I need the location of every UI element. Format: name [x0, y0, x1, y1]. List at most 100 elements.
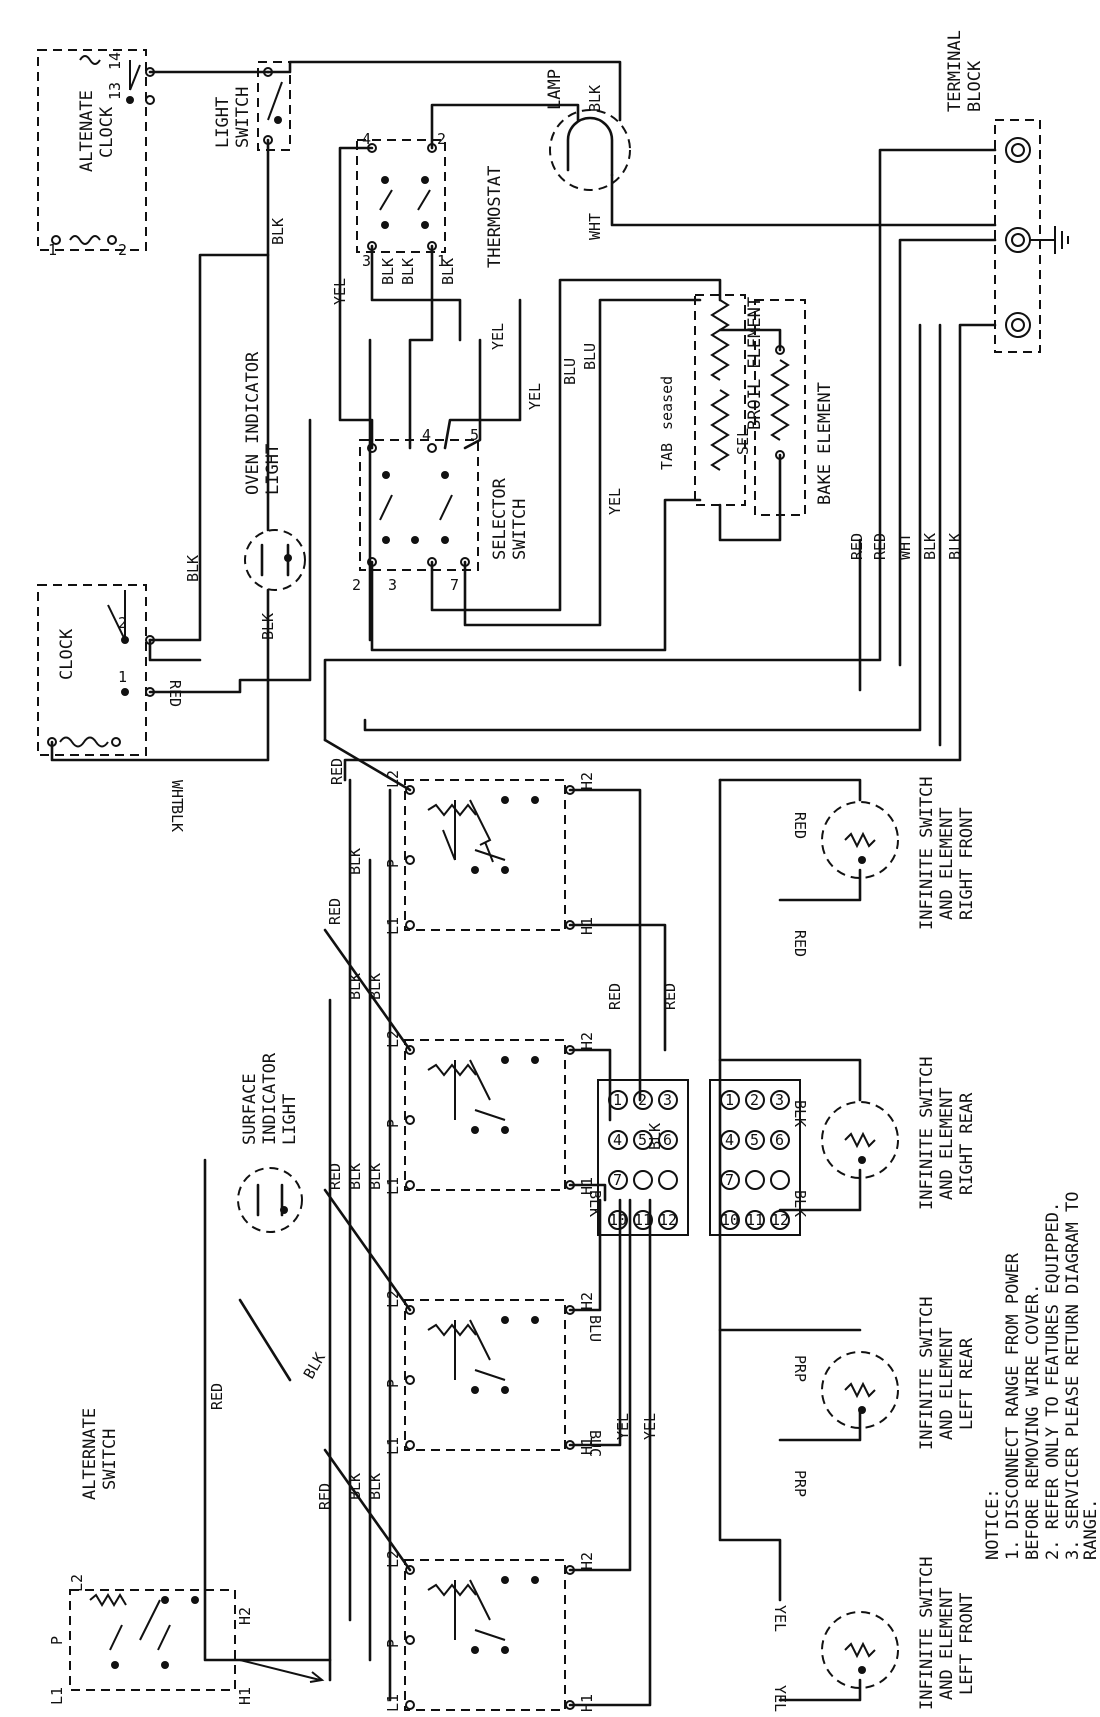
inf-lf-3: LEFT FRONT — [957, 1593, 977, 1695]
sw1-h2: H2 — [578, 772, 596, 790]
surface-indicator-light: SURFACE INDICATOR LIGHT — [237, 1052, 303, 1233]
alternate-switch-title-1: ALTERNATE — [80, 1408, 100, 1500]
swl-yel-1: YEL — [614, 1413, 632, 1440]
wl-blk-4: BLK — [439, 258, 457, 285]
swl-red-rf-1: RED — [791, 812, 809, 839]
notice-line-1: 1. DISCONNECT RANGE FROM POWER — [1003, 1252, 1023, 1560]
swl-blk-3: BLK — [366, 973, 384, 1000]
swl-red-6: RED — [661, 983, 679, 1010]
wl-blk-3: BLK — [399, 258, 417, 285]
tsr-2: 2 — [750, 1091, 759, 1109]
terminal-block: TERMINAL BLOCK — [945, 30, 1069, 353]
wl-red-tb-1: RED — [848, 533, 866, 560]
surface-indicator-title-2: INDICATOR — [260, 1052, 280, 1145]
tsr-7: 7 — [725, 1171, 734, 1189]
alternate-clock-title-1: ALTENATE — [77, 90, 97, 172]
swl-blk-rr-1: BLK — [791, 1100, 809, 1127]
selector-switch: SELECTOR SWITCH 4 5 2 3 7 — [352, 426, 530, 594]
surface-wires — [203, 738, 862, 1707]
terminal-strip-left: 1 2 3 4 5 6 7 11 12 10 — [597, 1079, 689, 1236]
wl-blk-2: BLK — [379, 258, 397, 285]
sel-t2: 2 — [352, 576, 361, 594]
terminal-block-title-1: TERMINAL — [945, 30, 965, 112]
light-switch: LIGHT SWITCH — [213, 61, 291, 151]
switch-internals — [427, 796, 539, 1654]
alt-sw-h1: H1 — [236, 1687, 254, 1705]
thermo-t4: 4 — [362, 130, 371, 148]
broil-element: BROIL ELEMENT TAB seased SEL — [658, 294, 765, 506]
tsr-3: 3 — [775, 1091, 784, 1109]
clock-t1: 1 — [118, 668, 127, 686]
notice-line-2: BEFORE REMOVING WIRE COVER. — [1023, 1284, 1043, 1560]
inf-rf-3: RIGHT FRONT — [957, 807, 977, 920]
oven-indicator-title-2: LIGHT — [263, 444, 283, 495]
wl-blu-1: BLU — [561, 358, 579, 385]
inf-lr-1: INFINITE SWITCH — [917, 1296, 937, 1450]
sw4-h2: H2 — [578, 1552, 596, 1570]
alternate-clock-coil — [69, 235, 101, 245]
tsl-2: 2 — [638, 1091, 647, 1109]
oven-wires — [50, 60, 997, 782]
selector-switch-title-1: SELECTOR — [490, 477, 510, 560]
wl-yel-4: YEL — [606, 488, 624, 515]
lamp-title: LAMP — [545, 69, 565, 110]
sw4-l1: L1 — [384, 1694, 402, 1712]
alt-clock-t2: 2 — [118, 241, 127, 259]
clock-title: CLOCK — [57, 628, 77, 680]
oven-lamp: LAMP BLK WHT — [545, 69, 631, 240]
alt-sw-p: P — [48, 1636, 66, 1645]
swl-blk-6: BLK — [300, 1350, 329, 1382]
thermo-t3: 3 — [362, 252, 371, 270]
inf-lf-2: AND ELEMENT — [937, 1587, 957, 1700]
tsr-11: 11 — [746, 1211, 764, 1229]
alt-sw-h2: H2 — [236, 1607, 254, 1625]
swl-blk-1: BLK — [346, 848, 364, 875]
tab-label: TAB — [658, 443, 676, 470]
wl-wht-clock: WHT — [168, 780, 186, 807]
sel-label: SEL — [734, 428, 752, 455]
swl-yel-lf-2: YEL — [771, 1685, 789, 1712]
swl-prp-1: PRP — [791, 1355, 809, 1382]
swl-red-1: RED — [326, 898, 344, 925]
swl-blk-9: BLK — [646, 1123, 664, 1150]
ground-symbol — [1030, 226, 1069, 254]
wl-wht-tb: WHT — [896, 533, 914, 560]
sel-t3: 3 — [388, 576, 397, 594]
bake-element: BAKE ELEMENT — [754, 299, 835, 516]
tsl-5: 5 — [638, 1131, 647, 1149]
light-switch-title-1: LIGHT — [213, 97, 233, 148]
wl-blk-tb-2: BLK — [946, 533, 964, 560]
swl-red-3: RED — [208, 1383, 226, 1410]
infinite-elements: INFINITE SWITCH AND ELEMENT RIGHT FRONT … — [821, 776, 977, 1710]
swl-red-2: RED — [326, 1163, 344, 1190]
tsl-7: 7 — [613, 1171, 622, 1189]
surface-indicator-title-1: SURFACE — [240, 1073, 260, 1145]
wl-blk-tb-1: BLK — [921, 533, 939, 560]
swl-red-4: RED — [316, 1483, 334, 1510]
tsl-6: 6 — [663, 1131, 672, 1149]
tsl-1: 1 — [613, 1091, 622, 1109]
swl-blu-1: BLU — [586, 1315, 604, 1342]
inf-rr-1: INFINITE SWITCH — [917, 1056, 937, 1210]
oven-wire-labels: BLK YEL BLK BLK BLK YEL YEL BLU BLU YEL … — [166, 218, 964, 832]
inf-lr-2: AND ELEMENT — [937, 1327, 957, 1440]
wl-yel-1: YEL — [331, 278, 349, 305]
swl-yel-lf-1: YEL — [771, 1605, 789, 1632]
sw1-l1: L1 — [384, 917, 402, 935]
notice-line-4: 3. SERVICER PLEASE RETURN DIAGRAM TO — [1063, 1192, 1083, 1560]
swl-blk-8: BLK — [366, 1473, 384, 1500]
tsr-5: 5 — [750, 1131, 759, 1149]
clock-t2: 2 — [118, 614, 127, 632]
clock-motor-coil — [59, 736, 109, 748]
swl-blk-5: BLK — [366, 1163, 384, 1190]
clock: CLOCK 2 1 — [37, 584, 155, 756]
wl-blk-clock: BLK — [168, 805, 186, 832]
sw1-p: P — [384, 859, 402, 868]
swl-blk-2: BLK — [346, 973, 364, 1000]
alternate-switch-title-2: SWITCH — [100, 1429, 120, 1490]
notice-line-0: NOTICE: — [983, 1488, 1003, 1560]
sel-t5: 5 — [470, 426, 479, 444]
tsl-11: 11 — [634, 1211, 652, 1229]
tsl-4: 4 — [613, 1131, 622, 1149]
